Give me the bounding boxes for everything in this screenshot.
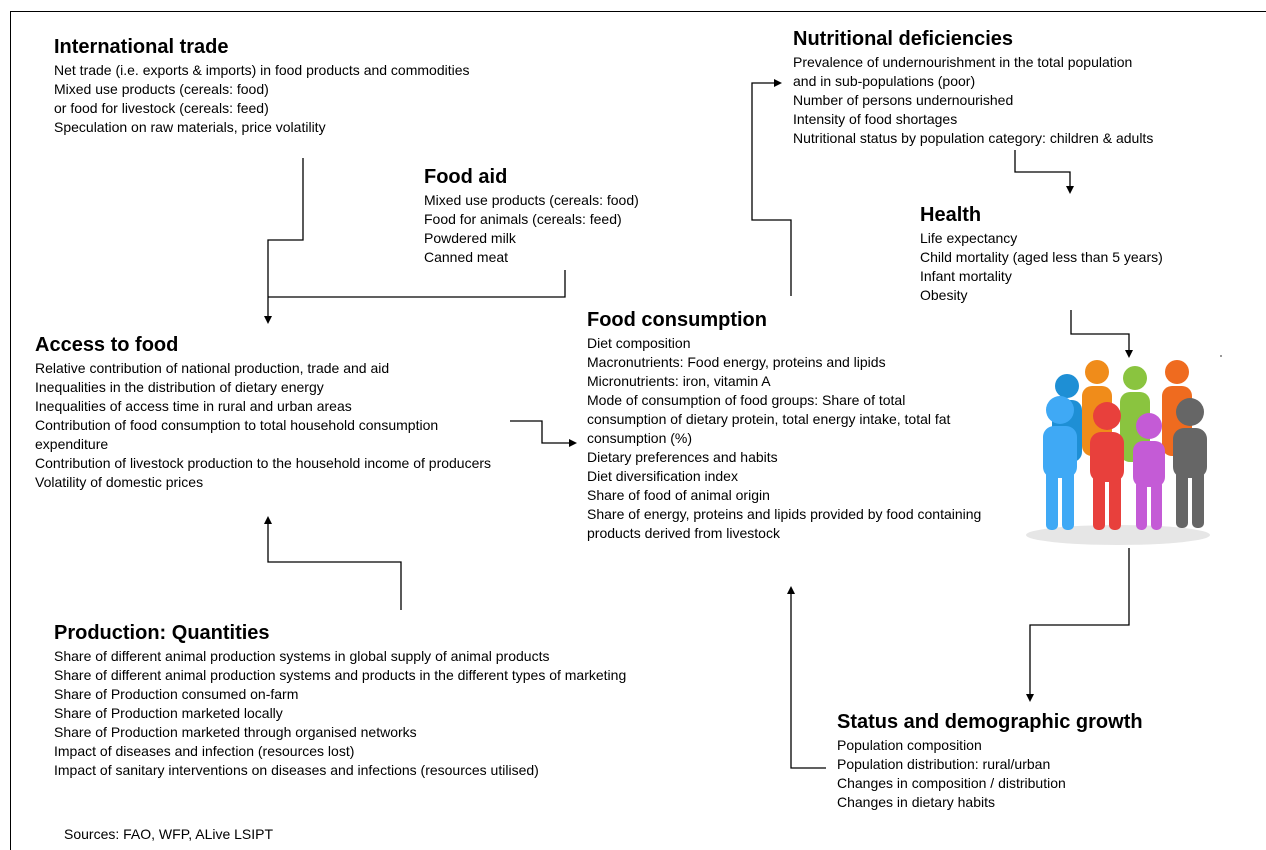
list-item: Mixed use products (cereals: food) (424, 192, 639, 208)
sources-note: Sources: FAO, WFP, ALive LSIPT (64, 826, 274, 842)
list-item: Impact of sanitary interventions on dise… (54, 762, 539, 778)
international-trade-title: International trade (54, 36, 229, 58)
access-to-consumption-arrow (510, 420, 577, 447)
list-item: Net trade (i.e. exports & imports) in fo… (54, 62, 470, 78)
health-block: Health Life expectancy Child mortality (… (920, 204, 1163, 305)
access-to-food-title: Access to food (35, 334, 179, 356)
list-item: Share of different animal production sys… (54, 648, 550, 664)
crowd-of-people-icon (1026, 360, 1210, 545)
list-item: Obesity (920, 287, 968, 303)
list-item: Micronutrients: iron, vitamin A (587, 373, 771, 389)
people-to-status-arrow (1026, 548, 1130, 702)
consumption-to-deficiencies-arrow (751, 79, 792, 296)
list-item: Changes in dietary habits (837, 794, 995, 810)
list-item: Mixed use products (cereals: food) (54, 81, 269, 97)
status-growth-title: Status and demographic growth (837, 711, 1143, 733)
list-item: Prevalence of undernourishment in the to… (793, 54, 1133, 70)
list-item: Contribution of food consumption to tota… (35, 417, 439, 452)
health-to-people-arrow (1070, 310, 1133, 358)
person-icon (1133, 413, 1165, 530)
list-item: Share of different animal production sys… (54, 667, 627, 683)
list-item: Powdered milk (424, 230, 516, 246)
aid-to-access-connector (268, 270, 566, 298)
list-item: Dietary preferences and habits (587, 449, 778, 465)
list-item: Diet diversification index (587, 468, 738, 484)
list-item: Volatility of domestic prices (35, 474, 204, 490)
access-to-food-block: Access to food Relative contribution of … (35, 334, 505, 492)
diagram-frame (10, 11, 1266, 850)
list-item: Diet composition (587, 335, 691, 351)
food-aid-block: Food aid Mixed use products (cereals: fo… (424, 166, 639, 267)
list-item: and in sub-populations (poor) (793, 73, 976, 89)
list-item: Share of Production marketed through org… (54, 724, 417, 740)
person-icon (1090, 402, 1124, 530)
list-item: Canned meat (424, 249, 509, 265)
status-demographic-growth-block: Status and demographic growth Population… (837, 711, 1143, 812)
list-item: or food for livestock (cereals: feed) (54, 100, 269, 116)
food-aid-title: Food aid (424, 166, 508, 188)
production-title: Production: Quantities (54, 622, 270, 644)
international-trade-block: International trade Net trade (i.e. expo… (54, 36, 470, 137)
nutritional-deficiencies-block: Nutritional deficiencies Prevalence of u… (793, 28, 1153, 148)
list-item: Contribution of livestock production to … (35, 455, 492, 471)
speck (1220, 355, 1222, 357)
list-item: Food for animals (cereals: feed) (424, 211, 622, 227)
food-consumption-block: Food consumption Diet composition Macron… (587, 309, 982, 543)
list-item: Macronutrients: Food energy, proteins an… (587, 354, 886, 370)
food-consumption-title: Food consumption (587, 309, 767, 331)
trade-to-access-arrow (264, 158, 304, 324)
list-item: Share of food of animal origin (587, 487, 770, 503)
health-title: Health (920, 204, 982, 226)
list-item: Speculation on raw materials, price vola… (54, 119, 326, 135)
list-item: Share of Production marketed locally (54, 705, 283, 721)
production-to-access-arrow (264, 516, 402, 610)
list-item: Population distribution: rural/urban (837, 756, 1051, 772)
list-item: Nutritional status by population categor… (793, 130, 1154, 146)
list-item: Changes in composition / distribution (837, 775, 1066, 791)
list-item: Intensity of food shortages (793, 111, 958, 127)
person-icon (1043, 396, 1077, 530)
nutritional-deficiencies-title: Nutritional deficiencies (793, 28, 1014, 50)
list-item: Share of energy, proteins and lipids pro… (587, 506, 982, 541)
list-item: Child mortality (aged less than 5 years) (920, 249, 1163, 265)
status-to-consumption-arrow (787, 586, 826, 769)
list-item: Relative contribution of national produc… (35, 360, 390, 376)
list-item: Impact of diseases and infection (resour… (54, 743, 355, 759)
person-icon (1173, 398, 1207, 528)
list-item: Share of Production consumed on-farm (54, 686, 299, 702)
list-item: Life expectancy (920, 230, 1018, 246)
list-item: Mode of consumption of food groups: Shar… (587, 392, 951, 446)
list-item: Inequalities of access time in rural and… (35, 398, 352, 414)
list-item: Number of persons undernourished (793, 92, 1014, 108)
production-quantities-block: Production: Quantities Share of differen… (54, 622, 626, 780)
list-item: Population composition (837, 737, 982, 753)
list-item: Inequalities in the distribution of diet… (35, 379, 324, 395)
deficiencies-to-health-arrow (1014, 150, 1074, 194)
list-item: Infant mortality (920, 268, 1012, 284)
